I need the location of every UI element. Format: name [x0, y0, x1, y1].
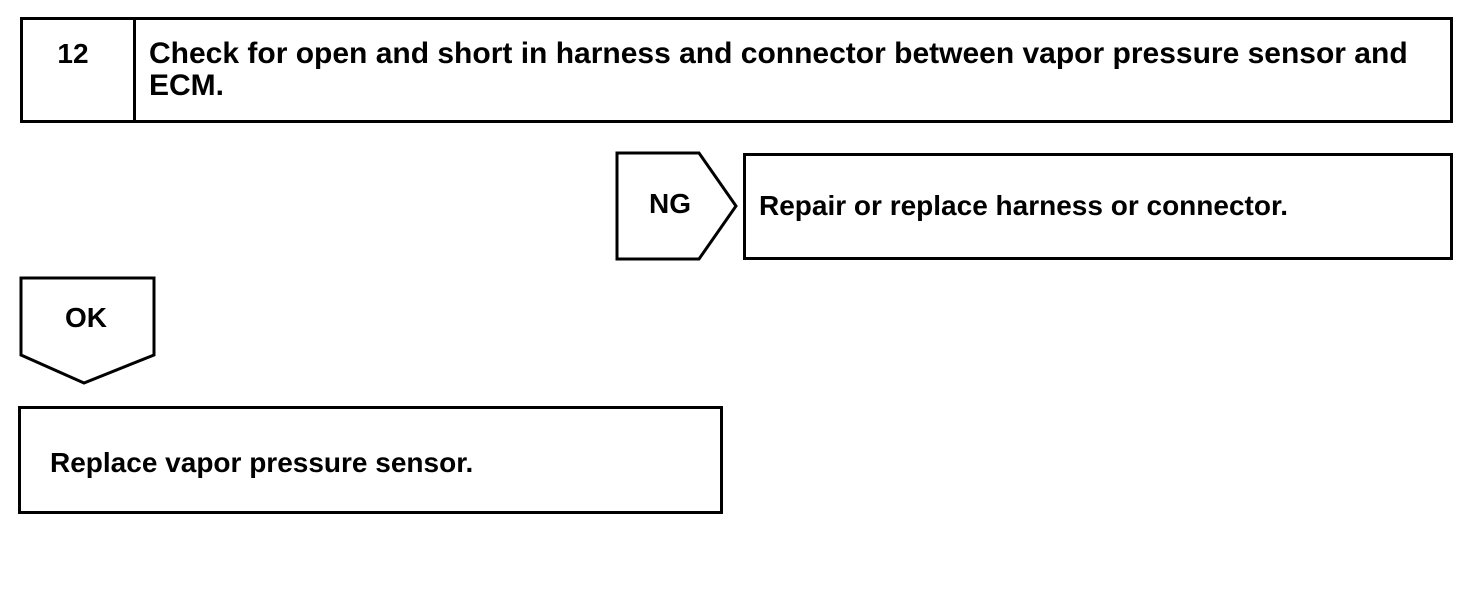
ng-label: NG: [649, 188, 691, 219]
step-box: 12 Check for open and short in harness a…: [20, 17, 1453, 123]
ng-action-text: Repair or replace harness or connector.: [759, 190, 1289, 221]
right-arrow-shape: [615, 151, 738, 261]
step-number-cell: 12: [23, 20, 136, 120]
ok-action-text: Replace vapor pressure sensor.: [50, 447, 474, 478]
down-arrow-shape: [19, 276, 156, 385]
ng-action-box: Repair or replace harness or connector.: [743, 153, 1453, 260]
ok-label: OK: [65, 302, 107, 333]
step-number: 12: [57, 38, 89, 69]
step-title: Check for open and short in harness and …: [149, 37, 1408, 102]
ng-arrow-badge: NG: [614, 150, 740, 262]
ok-action-box: Replace vapor pressure sensor.: [18, 406, 723, 514]
ok-arrow-badge: OK: [18, 275, 158, 387]
